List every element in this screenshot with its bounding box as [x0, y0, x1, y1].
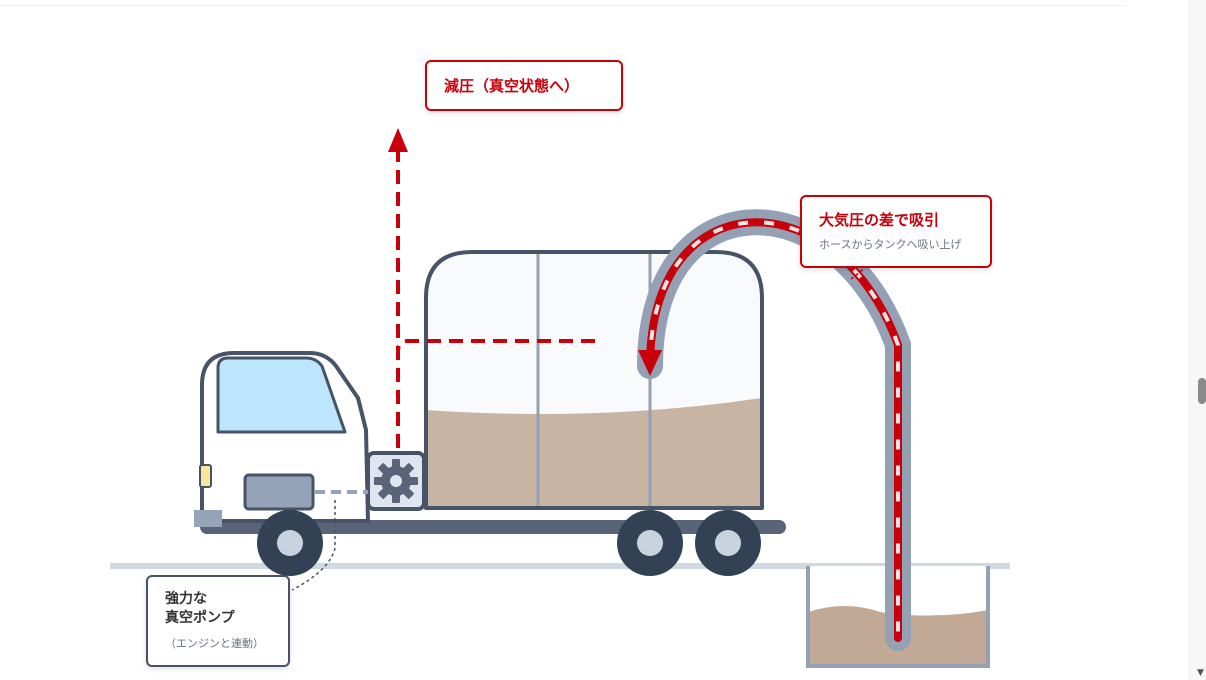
arrow-up-icon: [388, 128, 408, 152]
cab-window: [216, 356, 347, 434]
suction-title: 大気圧の差で吸引: [819, 211, 940, 229]
vacuum-pump-box: [366, 451, 426, 511]
scroll-down-icon[interactable]: ▼: [1197, 668, 1204, 678]
pump-title-line1: 強力な: [165, 591, 207, 607]
gear-icon: [374, 459, 418, 503]
headlight: [199, 464, 212, 488]
suction-subtitle: ホースからタンクへ吸い上げ: [819, 238, 962, 251]
pressure-down-title: 減圧（真空状態へ）: [444, 77, 580, 95]
wheel-rear-1: [617, 510, 683, 576]
suction-hose: [637, 209, 911, 651]
top-divider: [0, 5, 1125, 6]
pressure-down-callout: 減圧（真空状態へ）: [425, 60, 623, 111]
front-bumper: [194, 510, 222, 527]
suction-callout-leader: [849, 261, 873, 281]
wheel-front: [257, 510, 323, 576]
wheel-rear-2: [695, 510, 761, 576]
pump-subtitle: （エンジンと連動）: [165, 637, 264, 650]
pump-callout-leader: [291, 500, 336, 591]
suction-callout: 大気圧の差で吸引 ホースからタンクへ吸い上げ: [800, 195, 992, 268]
scrollbar-thumb[interactable]: [1198, 378, 1206, 404]
tank-sludge: [426, 398, 762, 508]
pump-callout: 強力な 真空ポンプ （エンジンと連動）: [146, 575, 290, 667]
scrollbar-track[interactable]: [1188, 0, 1206, 680]
pump-title-line2: 真空ポンプ: [165, 610, 235, 626]
truck-cab: [194, 351, 370, 527]
tank: [424, 250, 764, 510]
cab-grille: [243, 473, 315, 511]
arrow-down-icon: [638, 350, 662, 376]
